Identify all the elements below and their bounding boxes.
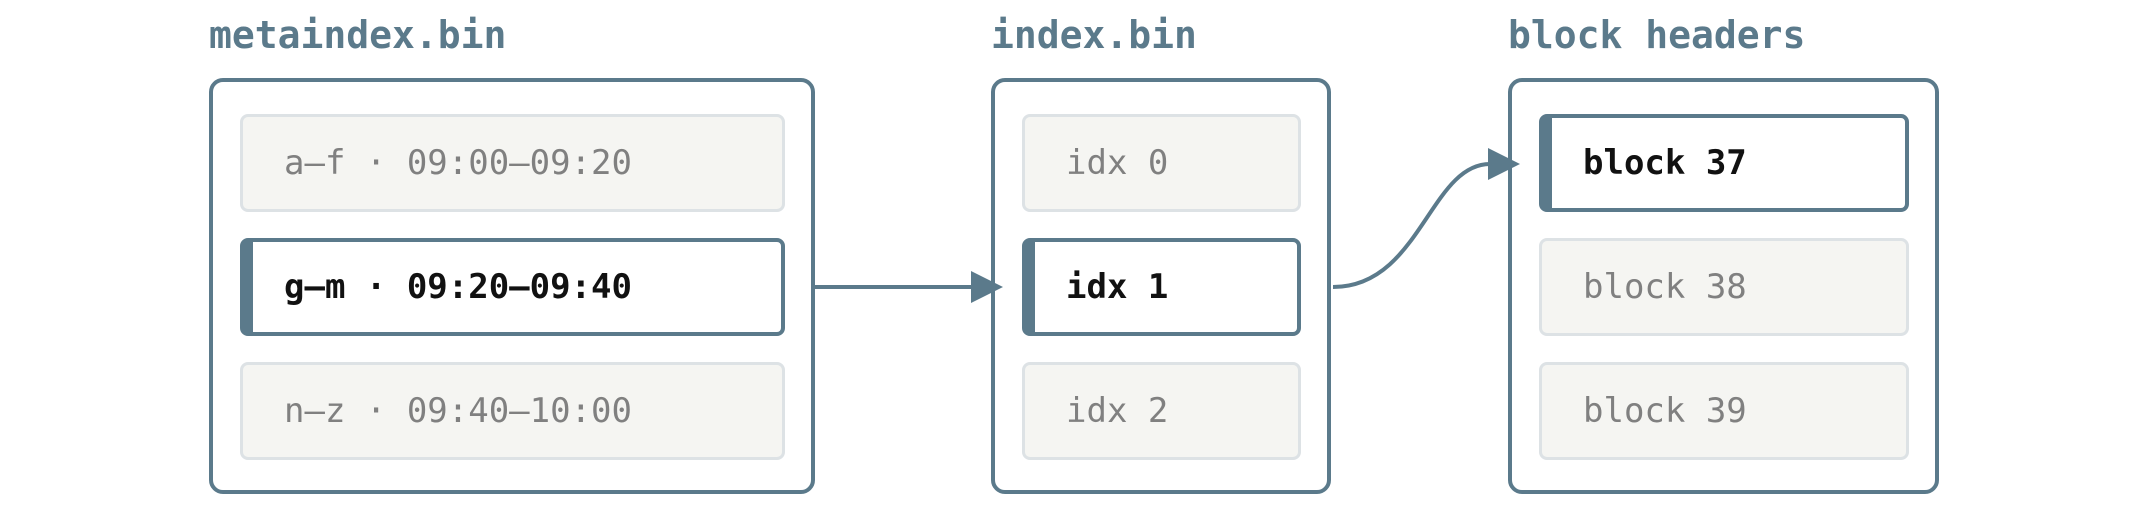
block-header-row-selected: block 37 — [1539, 114, 1909, 212]
index-row-selected: idx 1 — [1022, 238, 1301, 336]
metaindex-row-selected: g–m · 09:20–09:40 — [240, 238, 785, 336]
block-headers-panel: block 37 block 38 block 39 — [1508, 78, 1939, 494]
metaindex-panel: a–f · 09:00–09:20 g–m · 09:20–09:40 n–z … — [209, 78, 815, 494]
index-panel: idx 0 idx 1 idx 2 — [991, 78, 1331, 494]
metaindex-row: a–f · 09:00–09:20 — [240, 114, 785, 212]
index-title: index.bin — [991, 13, 1197, 57]
index-row: idx 0 — [1022, 114, 1301, 212]
block-headers-title: block headers — [1508, 13, 1806, 57]
block-header-row: block 39 — [1539, 362, 1909, 460]
metaindex-title: metaindex.bin — [209, 13, 507, 57]
index-to-block-arrow — [1332, 162, 1491, 289]
index-row: idx 2 — [1022, 362, 1301, 460]
metaindex-row: n–z · 09:40–10:00 — [240, 362, 785, 460]
block-header-row: block 38 — [1539, 238, 1909, 336]
